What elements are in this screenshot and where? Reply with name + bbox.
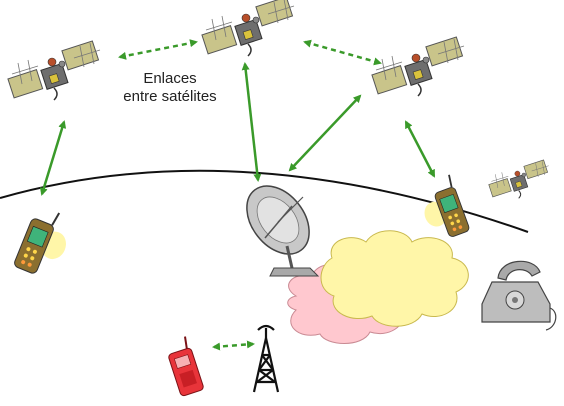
radio-tower-icon xyxy=(252,324,280,393)
isl-link-right xyxy=(303,39,382,66)
mobile-phone-icon xyxy=(424,173,472,239)
isl-label-line1: Enlaces xyxy=(143,70,197,87)
cloud-icon xyxy=(320,230,469,327)
mobile-phone-icon xyxy=(12,203,66,276)
link-center-sat-dish xyxy=(241,62,262,182)
link-dish-right-sat xyxy=(288,94,362,172)
isl-link-left xyxy=(118,39,198,60)
mobile-phone-icon xyxy=(168,336,204,397)
satellite-icon xyxy=(201,0,295,57)
satellite-icon xyxy=(7,40,101,101)
telephone-icon xyxy=(481,260,557,331)
isl-label-line2: entre satélites xyxy=(123,88,217,105)
link-right-sat-phone xyxy=(404,120,436,178)
satellite-dish-icon xyxy=(246,185,320,277)
satellite-icon xyxy=(371,36,465,97)
link-cellphone-tower xyxy=(212,340,255,351)
link-left-sat-phone xyxy=(39,120,67,196)
satellite-icon xyxy=(488,159,550,199)
